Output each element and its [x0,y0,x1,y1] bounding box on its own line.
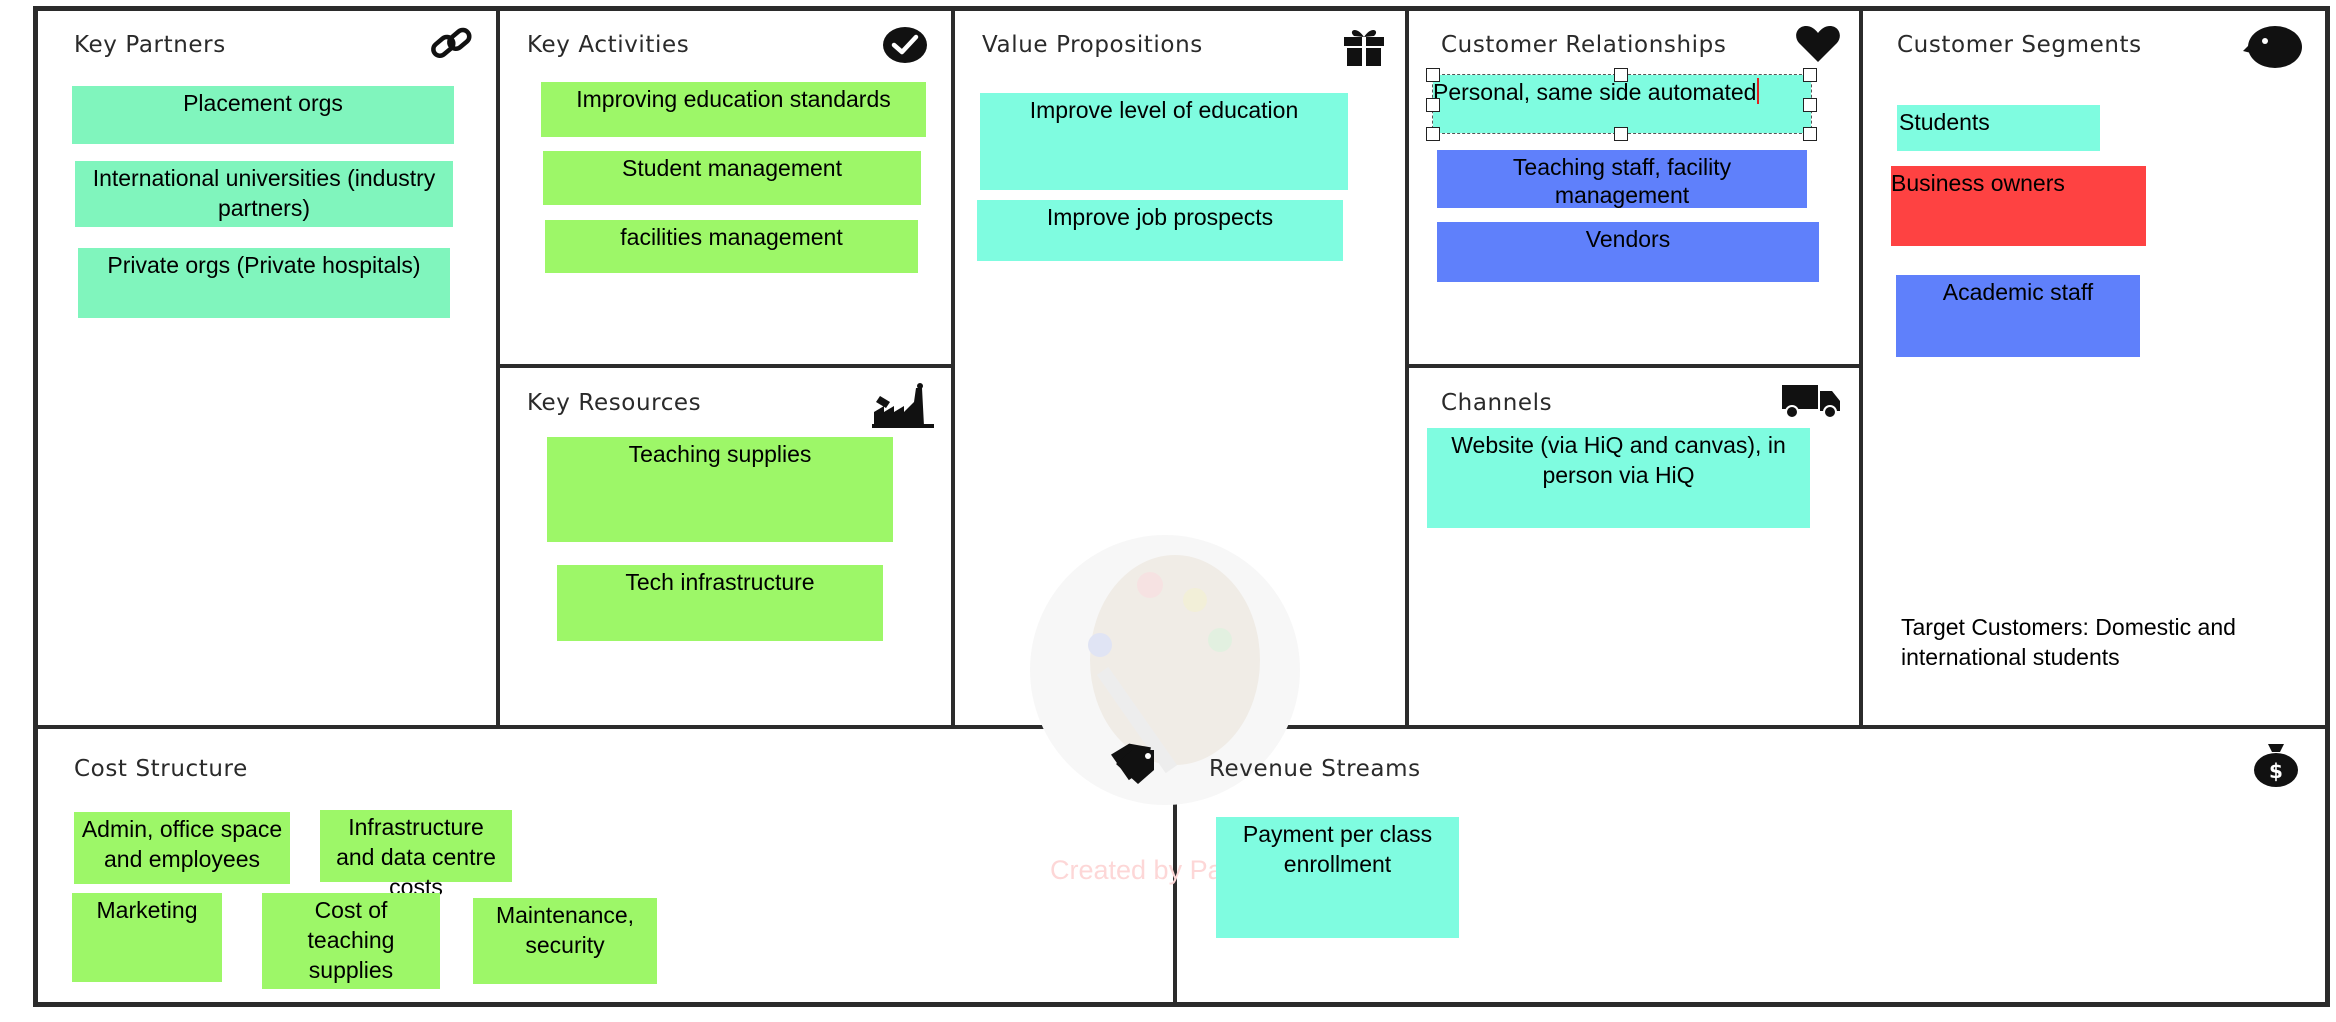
note-placement-orgs[interactable]: Placement orgs [72,86,454,144]
factory-icon [872,383,934,428]
resize-handle[interactable] [1803,68,1817,82]
note-academic-staff[interactable]: Academic staff [1896,275,2140,357]
section-title-value-propositions: Value Propositions [982,32,1203,58]
note-marketing[interactable]: Marketing [72,893,222,982]
section-title-customer-relationships: Customer Relationships [1441,32,1727,58]
note-international-universities[interactable]: International universities (industry par… [75,161,453,227]
heart-icon [1796,26,1840,62]
note-cost-of-teaching-supplies[interactable]: Cost of teaching supplies [262,893,440,989]
note-maintenance-security[interactable]: Maintenance, security [473,898,657,984]
note-teaching-supplies[interactable]: Teaching supplies [547,437,893,542]
note-website-via-hiq[interactable]: Website (via HiQ and canvas), in person … [1427,428,1810,528]
section-title-key-partners: Key Partners [74,32,226,58]
resize-handle[interactable] [1426,68,1440,82]
check-circle-icon [883,27,927,63]
section-title-key-resources: Key Resources [527,390,702,416]
target-customers-text[interactable]: Target Customers: Domestic and internati… [1901,614,2236,670]
face-icon [2243,26,2302,68]
divider [951,10,955,728]
svg-text:$: $ [2269,759,2283,783]
divider [1405,10,1409,728]
note-text: Personal, same side automated [1433,79,1757,105]
note-improve-job-prospects[interactable]: Improve job prospects [977,200,1343,261]
text-cursor [1757,78,1760,104]
divider [1407,364,1861,368]
gift-icon [1344,29,1384,67]
tag-icon [1110,743,1154,784]
note-improve-level-of-education[interactable]: Improve level of education [980,93,1348,190]
money-bag-icon: $ [2254,744,2298,787]
resize-handle[interactable] [1426,98,1440,112]
note-admin-office-space[interactable]: Admin, office space and employees [74,812,290,884]
section-title-cost-structure: Cost Structure [74,756,248,782]
note-student-management[interactable]: Student management [543,151,921,205]
section-title-key-activities: Key Activities [527,32,690,58]
resize-handle[interactable] [1426,127,1440,141]
note-improving-education-standards[interactable]: Improving education standards [541,82,926,137]
note-payment-per-class-enrollment[interactable]: Payment per class enrollment [1216,817,1459,938]
section-title-revenue-streams: Revenue Streams [1209,756,1421,782]
note-private-orgs[interactable]: Private orgs (Private hospitals) [78,248,450,318]
section-title-channels: Channels [1441,390,1553,416]
resize-handle[interactable] [1803,127,1817,141]
divider [498,364,953,368]
section-title-customer-segments: Customer Segments [1897,32,2142,58]
divider [1173,727,1177,1003]
resize-handle[interactable] [1614,127,1628,141]
note-facilities-management[interactable]: facilities management [545,220,918,273]
watermark-palette-icon [1030,535,1300,805]
divider [1859,10,1863,728]
note-tech-infrastructure[interactable]: Tech infrastructure [557,565,883,641]
note-students[interactable]: Students [1897,105,2100,151]
note-vendors[interactable]: Vendors [1437,222,1819,282]
note-personal-same-side-automated[interactable]: Personal, same side automated [1432,74,1812,134]
resize-handle[interactable] [1803,98,1817,112]
truck-icon [1782,385,1840,419]
link-icon [431,27,472,59]
note-teaching-staff-facility-management[interactable]: Teaching staff, facility management [1437,150,1807,208]
resize-handle[interactable] [1614,68,1628,82]
divider [496,10,500,728]
note-infrastructure-data-centre[interactable]: Infrastructure and data centre costs [320,810,512,900]
note-business-owners[interactable]: Business owners [1891,166,2146,246]
